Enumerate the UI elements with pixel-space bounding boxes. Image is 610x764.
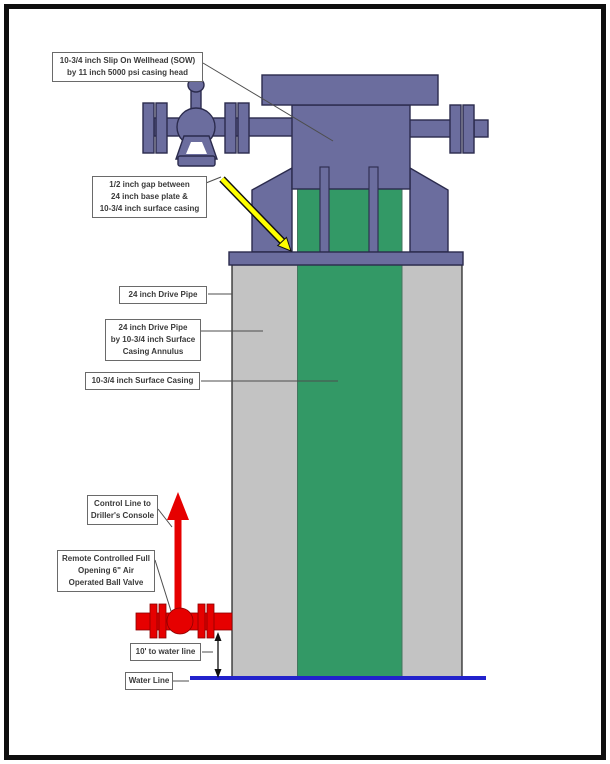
label-drive-pipe: 24 inch Drive Pipe [119, 286, 207, 304]
wellhead-right-pipe [407, 119, 455, 138]
wellhead-left-pipe [153, 117, 295, 137]
stud-bolt-left [319, 166, 330, 253]
wellhead-main-body [291, 104, 411, 190]
leader-control-line-label [157, 508, 173, 528]
label-annulus-line3: Casing Annulus [122, 347, 184, 356]
label-surface-casing: 10-3/4 inch Surface Casing [85, 372, 200, 390]
label-ball-valve: Remote Controlled Full Opening 6" Air Op… [57, 550, 155, 592]
label-annulus-line2: by 10-3/4 inch Surface [110, 335, 196, 344]
left-inner-flange-bar-2 [237, 102, 250, 154]
label-gap-line2: 24 inch base plate & [111, 192, 188, 201]
ball-valve-flange-l2 [158, 603, 167, 639]
label-wellhead-line2: by 11 inch 5000 psi casing head [67, 68, 188, 77]
left-outer-flange-bar-1 [142, 102, 155, 154]
label-drive-pipe-line1: 24 inch Drive Pipe [128, 290, 198, 299]
wellhead-right-flare-column [409, 166, 449, 253]
label-wellhead-line1: 10-3/4 inch Slip On Wellhead (SOW) [59, 56, 196, 65]
label-ball-valve-line3: Operated Ball Valve [68, 578, 144, 587]
label-control-line-line2: Driller's Console [90, 511, 155, 520]
valve-funnel-base [177, 155, 216, 167]
label-gap: 1/2 inch gap between 24 inch base plate … [92, 176, 207, 218]
label-gap-line1: 1/2 inch gap between [109, 180, 190, 189]
wellhead-top-flange [261, 74, 439, 106]
valve-funnel-inner [186, 142, 207, 154]
water-distance-arrow-up [214, 632, 222, 641]
label-ball-valve-line1: Remote Controlled Full [62, 554, 150, 563]
label-control-line: Control Line to Driller's Console [87, 495, 158, 525]
label-water-line: Water Line [125, 672, 173, 690]
label-water-line-line1: Water Line [128, 676, 170, 685]
base-plate-24in [228, 251, 464, 266]
right-flange-bar-2 [462, 104, 475, 154]
gap-arrow-head [276, 236, 292, 252]
label-annulus: 24 inch Drive Pipe by 10-3/4 inch Surfac… [105, 319, 201, 361]
leader-wellhead-label [202, 62, 334, 142]
label-annulus-line1: 24 inch Drive Pipe [118, 323, 188, 332]
wellhead-right-stub [473, 119, 489, 138]
label-gap-line3: 10-3/4 inch surface casing [99, 204, 200, 213]
ball-valve-body [166, 607, 194, 635]
surface-casing-10-3-4in [297, 187, 403, 678]
label-ball-valve-line2: Opening 6" Air [78, 566, 134, 575]
label-surface-casing-line1: 10-3/4 inch Surface Casing [91, 376, 194, 385]
control-line-arrow-head [167, 492, 189, 520]
label-control-line-line1: Control Line to [94, 499, 151, 508]
ball-valve-flange-r1 [197, 603, 206, 639]
stud-bolt-right [368, 166, 379, 253]
right-flange-bar-1 [449, 104, 462, 154]
leader-ball-valve-label [154, 559, 172, 612]
label-water-distance-line1: 10' to water line [135, 647, 196, 656]
gap-arrow-shaft [220, 177, 285, 244]
left-outer-flange-bar-2 [155, 102, 168, 154]
label-wellhead: 10-3/4 inch Slip On Wellhead (SOW) by 11… [52, 52, 203, 82]
ball-valve-flange-l1 [149, 603, 158, 639]
label-water-distance: 10' to water line [130, 643, 201, 661]
left-inner-flange-bar-1 [224, 102, 237, 154]
leader-gap-label [205, 176, 222, 184]
water-distance-arrow-down [214, 669, 222, 678]
ball-valve-flange-r2 [206, 603, 215, 639]
